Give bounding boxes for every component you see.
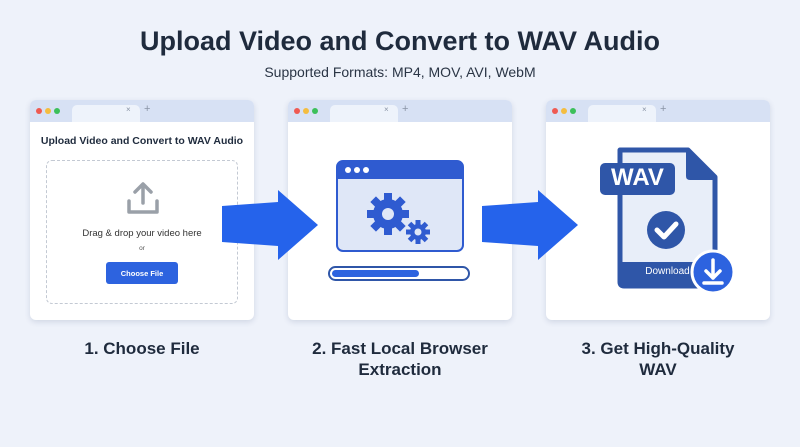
- close-dot-icon: [552, 108, 558, 114]
- tab-close-icon[interactable]: ×: [384, 105, 389, 114]
- minimize-dot-icon: [45, 108, 51, 114]
- step-3-line-2: WAV: [639, 360, 677, 379]
- step-2-line-1: 2. Fast Local Browser: [312, 339, 488, 358]
- browser-tab[interactable]: [588, 105, 656, 122]
- new-tab-icon[interactable]: +: [402, 103, 409, 115]
- browser-window-processing: × +: [288, 100, 512, 320]
- page-title: Upload Video and Convert to WAV Audio: [139, 26, 660, 56]
- download-label[interactable]: Download: [645, 266, 690, 277]
- browser-window-upload: × + Upload Video and Convert to WAV Audi…: [30, 100, 254, 320]
- maximize-dot-icon: [570, 108, 576, 114]
- page-subtitle: Supported Formats: MP4, MOV, AVI, WebM: [264, 64, 536, 80]
- browser-tab-bar: × +: [30, 100, 254, 122]
- progress-bar: [328, 266, 470, 281]
- browser-tab-bar: × +: [546, 100, 770, 122]
- arrow-right-icon: [222, 190, 318, 260]
- wav-file-icon: [600, 147, 736, 295]
- drop-zone[interactable]: Drag & drop your video here or Choose Fi…: [46, 160, 238, 304]
- maximize-dot-icon: [312, 108, 318, 114]
- minimize-dot-icon: [561, 108, 567, 114]
- or-text: or: [139, 245, 145, 252]
- drop-instructions: Drag & drop your video here: [82, 228, 202, 239]
- browser-tab-bar: × +: [288, 100, 512, 122]
- settings-window-icon: [336, 160, 464, 252]
- step-3-line-1: 3. Get High-Quality: [581, 339, 735, 358]
- tab-close-icon[interactable]: ×: [642, 105, 647, 114]
- progress-fill: [332, 270, 420, 277]
- browser-tab[interactable]: [72, 105, 140, 122]
- browser-tab[interactable]: [330, 105, 398, 122]
- tab-close-icon[interactable]: ×: [126, 105, 131, 114]
- new-tab-icon[interactable]: +: [144, 103, 151, 115]
- close-dot-icon: [294, 108, 300, 114]
- minimize-dot-icon: [303, 108, 309, 114]
- upload-icon: [127, 182, 159, 214]
- arrow-right-icon: [482, 190, 578, 260]
- choose-file-button[interactable]: Choose File: [106, 262, 178, 284]
- close-dot-icon: [36, 108, 42, 114]
- browser-window-download: × + WAV Download: [546, 100, 770, 320]
- step-1-label: 1. Choose File: [22, 338, 262, 359]
- new-tab-icon[interactable]: +: [660, 103, 667, 115]
- maximize-dot-icon: [54, 108, 60, 114]
- wav-badge: WAV: [611, 164, 664, 191]
- step-2-line-2: Extraction: [358, 360, 442, 379]
- step-1-line: 1. Choose File: [84, 339, 200, 358]
- upload-heading: Upload Video and Convert to WAV Audio: [40, 135, 244, 147]
